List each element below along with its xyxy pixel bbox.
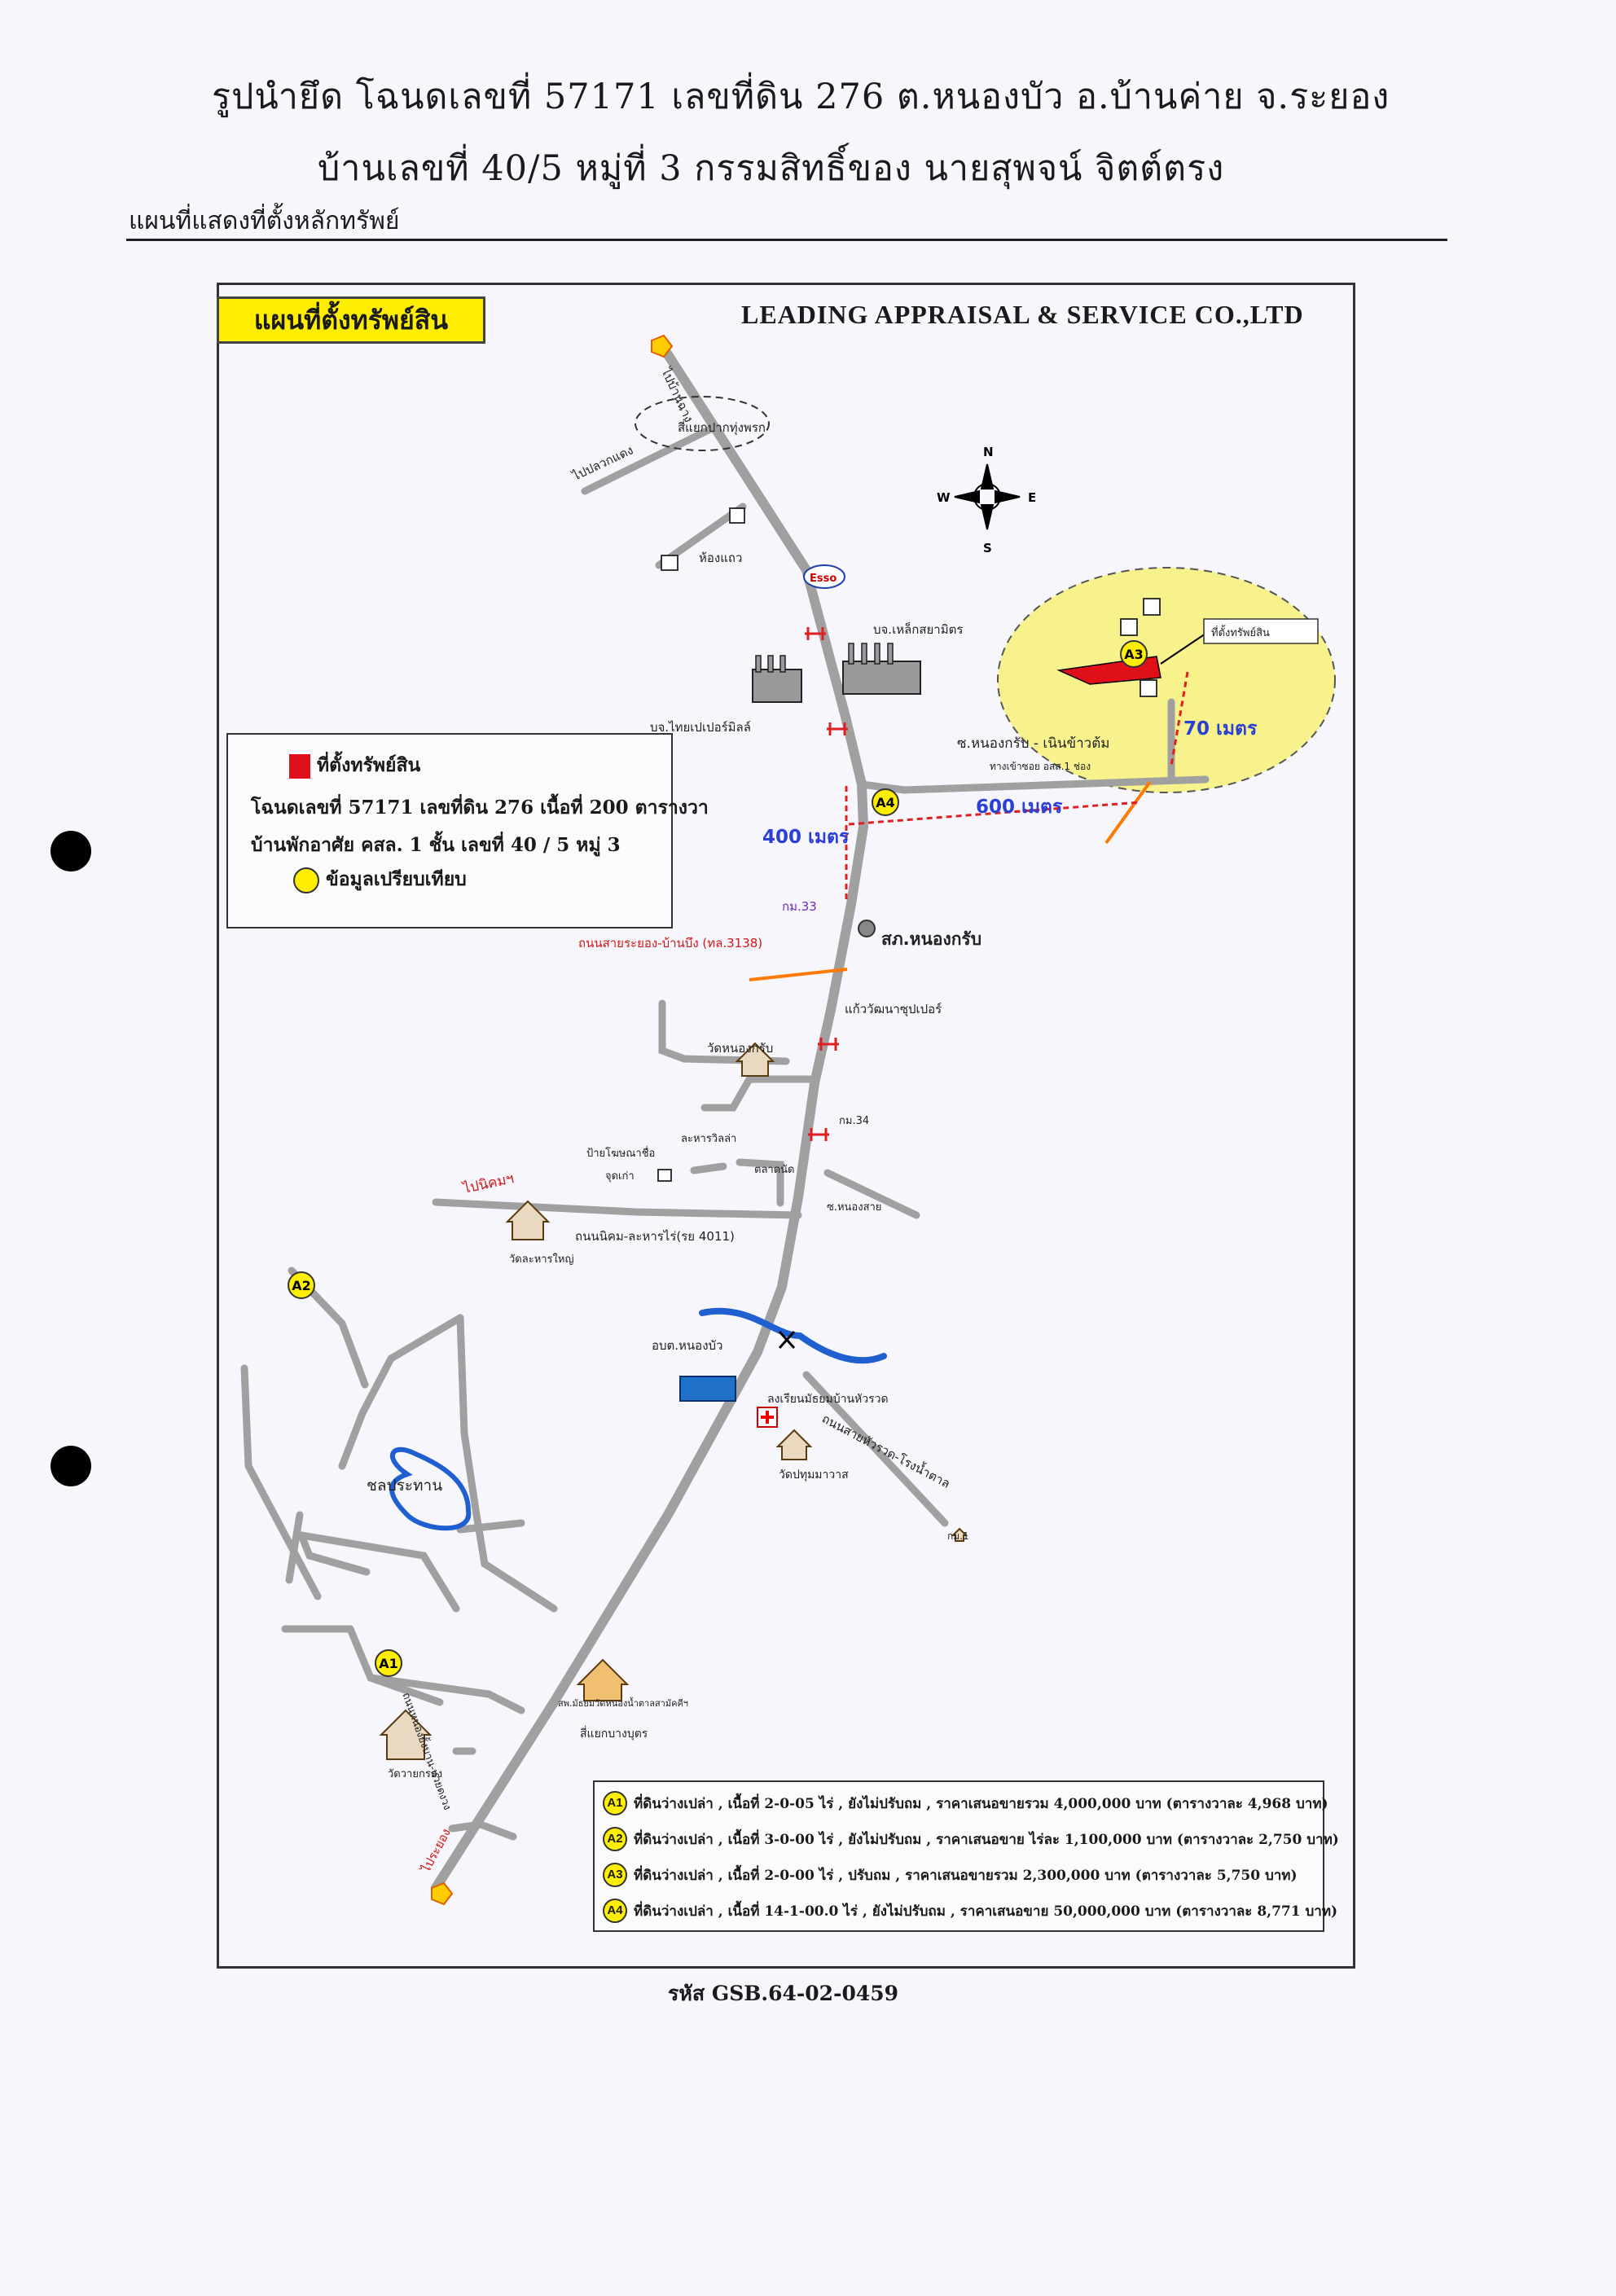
label-road3138: ถนนสายระยอง-บ้านบึง (ทล.3138) [578, 936, 762, 950]
document-title-line1: รูปนำยึด โฉนดเลขที่ 57171 เลขที่ดิน 276 … [212, 77, 1390, 117]
legend-red-swatch [289, 754, 310, 779]
location-map: A3 A4 A2 A1 N S W E 70 เมตร 600 เมตร 400… [240, 334, 1336, 1906]
compass-n: N [983, 445, 994, 459]
map-frame [217, 283, 1355, 1969]
secondary-roads [240, 424, 1210, 1841]
temple-icons [379, 1042, 968, 1760]
bridge-icon [778, 1330, 796, 1350]
label-to-nikom: ไปนิคมฯ [460, 1170, 516, 1197]
health-center-icon [757, 1407, 778, 1428]
label-to-plaeng: ไปปลวกแดง [569, 442, 635, 484]
label-esso: Esso [810, 573, 837, 585]
label-reservoir: ชลประทาน [367, 1477, 442, 1495]
compass-s: S [983, 541, 992, 555]
marker-a1 [375, 1649, 402, 1677]
compass-e: E [1028, 490, 1036, 505]
label-km34: กม.34 [839, 1115, 869, 1127]
punch-hole-bottom [50, 1446, 91, 1486]
document-title-line2: บ้านเลขที่ 40/5 หมู่ที่ 3 กรรมสิทธิ์ของ … [318, 148, 1225, 189]
label-school2: สพ.มัธยมวัดหนองน้ำตาลสามัคคีฯ [558, 1697, 688, 1709]
property-callout [1203, 618, 1319, 644]
label-market: ตลาดนัด [754, 1164, 794, 1176]
label-junction: สี่แยกปากทุ่งพรก [678, 419, 766, 436]
label-soi: ซ.หนองกรับ - เนินข้าวต้ม [957, 735, 1109, 752]
factory-icons [752, 643, 921, 703]
appraisal-code: รหัส GSB.64-02-0459 [668, 1982, 899, 2005]
main-road [431, 340, 869, 1893]
label-km1: กม.1 [947, 1530, 969, 1542]
company-name: LEADING APPRAISAL & SERVICE CO.,LTD [741, 300, 1304, 329]
label-temple3: วัดปทุมมาวาส [779, 1468, 849, 1482]
direction-arrows [431, 334, 674, 1906]
label-village2: ละหารวิลล่า [681, 1133, 736, 1145]
property-area-highlight [997, 567, 1336, 793]
map-label-box: แผนที่ตั้งทรัพย์สิน [217, 296, 485, 344]
svg-text:A4: A4 [876, 795, 895, 810]
distance-label-600: 600 เมตร [976, 797, 1063, 818]
compass-icon [954, 463, 1021, 530]
legend-house-line: บ้านพักอาศัย คสล. 1 ชั้น เลขที่ 40 / 5 ห… [251, 834, 621, 856]
compass-w: W [937, 490, 951, 505]
traffic-lights [805, 627, 848, 1141]
label-junction2: สี่แยกบางบุตร [580, 1726, 648, 1741]
header-divider [126, 239, 1447, 241]
legend-deed-line: โฉนดเลขที่ 57171 เลขที่ดิน 276 เนื้อที่ … [251, 797, 709, 819]
esso-icon [803, 564, 845, 589]
label-factory1: บจ.เหล็กสยามิตร [873, 621, 963, 637]
label-soi-nongsai: ซ.หนองสาย [827, 1201, 881, 1214]
property-pointer [1160, 633, 1206, 665]
label-supermarket: แก้ววัฒนาซุปเปอร์ [845, 1002, 942, 1017]
label-village3: จุดเก่า [605, 1170, 635, 1183]
distance-line-70 [1170, 671, 1189, 766]
orange-boundary-1 [1104, 780, 1152, 845]
svg-text:A2: A2 [292, 1278, 311, 1293]
label-road4011: ถนนนิคม-ละหารไร่(รย 4011) [575, 1229, 735, 1244]
marker-a3 [1120, 640, 1148, 668]
legend-item-property: ที่ตั้งทรัพย์สิน [289, 751, 420, 780]
label-police: สภ.หนองกรับ [881, 929, 981, 949]
label-temple2: วัดละหารใหญ่ [509, 1253, 574, 1266]
orange-boundary-2 [749, 968, 848, 981]
label-km33: กม.33 [782, 899, 817, 914]
label-village1: ป้ายโฆษณาชื่อ [586, 1146, 655, 1160]
school-icon [679, 1376, 736, 1402]
marker-a4 [872, 788, 899, 816]
map-legend: ที่ตั้งทรัพย์สิน โฉนดเลขที่ 57171 เลขที่… [226, 733, 709, 928]
document-subtitle: แผนที่แสดงที่ตั้งหลักทรัพย์ [129, 207, 400, 235]
label-factory2: บจ.ไทยเปเปอร์มิลล์ [650, 720, 751, 735]
marker-a2 [288, 1271, 315, 1299]
label-tambon: อบต.หนองบัว [652, 1338, 722, 1353]
label-house: ห้องแถว [699, 551, 742, 565]
label-temple1: วัดหนองกรับ [707, 1041, 773, 1056]
legend-item-comparable: ข้อมูลเปรียบเทียบ [293, 865, 467, 894]
building-markers [657, 507, 1161, 1182]
punch-hole-top [50, 831, 91, 871]
distance-label-70: 70 เมตร [1183, 718, 1258, 740]
reservoir-outline [389, 1447, 472, 1531]
junction-marker [635, 396, 770, 451]
distance-label-400: 400 เมตร [762, 827, 850, 848]
comparable-markers: A3 A4 A2 A1 [288, 640, 1148, 1677]
label-temple4: วัดวายกรอง [388, 1768, 442, 1780]
label-soi-sub: ทางเข้าซอย อสส.1 ช่อง [990, 761, 1091, 772]
svg-text:A1: A1 [379, 1656, 398, 1671]
legend-yellow-dot [293, 867, 319, 893]
label-school: ลงเรียนมัธยมบ้านหัวรวด [767, 1393, 889, 1406]
police-icon [858, 920, 876, 937]
label-property-callout: ที่ตั้งทรัพย์สิน [1211, 625, 1270, 639]
svg-text:A3: A3 [1124, 647, 1144, 662]
river [699, 1307, 887, 1364]
